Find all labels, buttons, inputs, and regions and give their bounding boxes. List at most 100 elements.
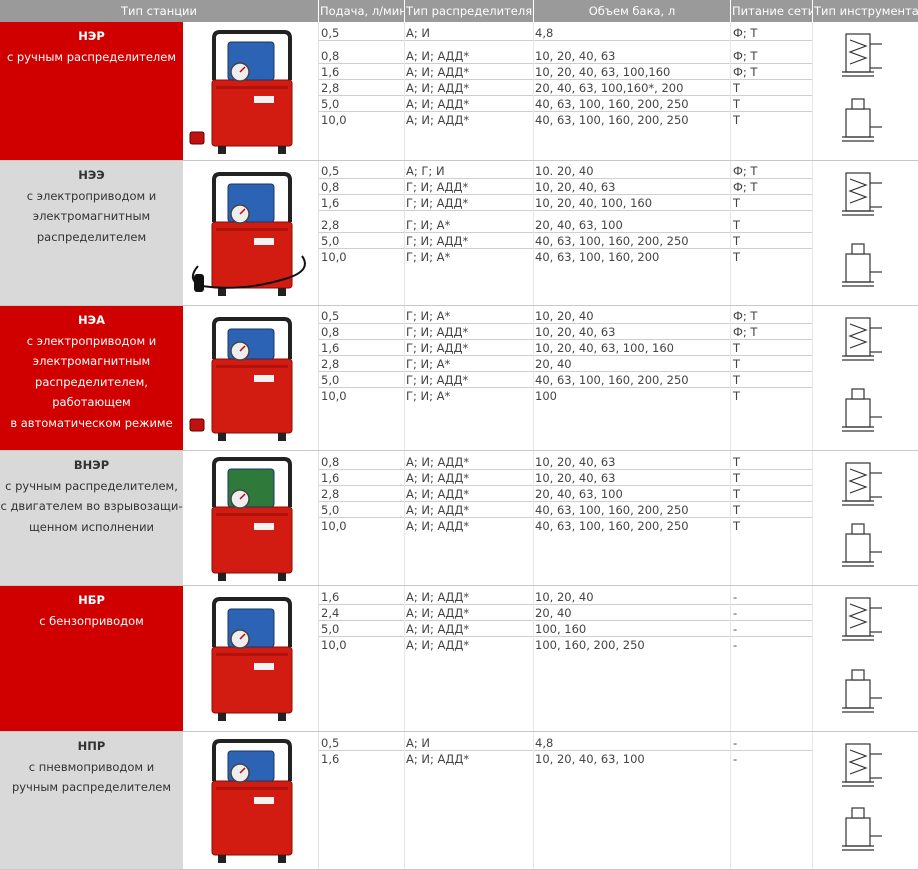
row-divider: [405, 79, 533, 80]
cell-valve: Г; И; АДД*: [406, 373, 469, 387]
station-photo: [184, 451, 318, 586]
column-separator: [404, 161, 405, 306]
cell-power: -: [733, 622, 738, 636]
cell-flow: 0,5: [321, 26, 340, 40]
header-tank-volume: Объем бака, л: [534, 0, 730, 22]
block-divider: [0, 450, 918, 451]
cell-valve: А; И: [406, 26, 430, 40]
row-divider: [534, 371, 730, 372]
cell-tank: 20, 40, 63, 100: [535, 487, 623, 501]
cell-power: Ф; Т: [733, 26, 758, 40]
cell-flow: 1,6: [321, 471, 340, 485]
row-divider: [319, 387, 404, 388]
row-divider: [534, 501, 730, 502]
cell-tank: 10, 20, 40, 63: [535, 471, 616, 485]
station-photo: [184, 732, 318, 870]
row-divider: [731, 501, 812, 502]
column-separator: [730, 451, 731, 586]
station-description: с электроприводом и электромагнитным рас…: [26, 188, 157, 244]
cell-flow: 1,6: [321, 65, 340, 79]
station-name: НЭЭ: [78, 168, 105, 182]
cell-tank: 40, 63, 100, 160, 200, 250: [535, 503, 689, 517]
cell-flow: 10,0: [321, 250, 347, 264]
row-divider: [731, 63, 812, 64]
double-cylinder-icon: [830, 95, 890, 154]
cell-valve: А; И; АДД*: [406, 471, 470, 485]
row-divider: [534, 95, 730, 96]
column-separator: [404, 306, 405, 451]
cell-tank: 10, 20, 40: [535, 309, 594, 323]
cell-power: -: [733, 638, 738, 652]
station-description: с ручным распределителем, с двигателем в…: [0, 478, 183, 534]
cell-flow: 0,8: [321, 49, 340, 63]
column-separator: [533, 22, 534, 161]
column-separator: [730, 161, 731, 306]
station-photo: [184, 161, 318, 306]
station-description: с пневмоприводом и ручным распределителе…: [11, 759, 172, 795]
cell-tank: 100: [535, 389, 557, 403]
station-cell: НЭР с ручным распределителем: [0, 22, 183, 161]
cell-flow: 5,0: [321, 622, 340, 636]
block-divider: [0, 585, 918, 586]
cell-power: Ф; Т: [733, 309, 758, 323]
cell-valve: А; И; АДД*: [406, 49, 470, 63]
column-separator: [812, 732, 813, 870]
cell-flow: 1,6: [321, 752, 340, 766]
row-divider: [405, 63, 533, 64]
row-divider: [534, 178, 730, 179]
station-name: ВНЭР: [73, 458, 110, 472]
cell-valve: А; И; АДД*: [406, 752, 470, 766]
row-divider: [731, 620, 812, 621]
row-divider: [731, 469, 812, 470]
row-divider: [319, 485, 404, 486]
row-divider: [319, 517, 404, 518]
cell-valve: Г; И; А*: [406, 250, 451, 264]
cell-power: Т: [733, 357, 741, 371]
row-divider: [534, 604, 730, 605]
row-divider: [405, 210, 533, 211]
column-separator: [812, 22, 813, 161]
cell-power: Т: [733, 471, 741, 485]
cell-flow: 2,8: [321, 487, 340, 501]
row-divider: [731, 248, 812, 249]
row-divider: [731, 517, 812, 518]
row-divider: [319, 79, 404, 80]
station-description: с ручным распределителем: [6, 49, 177, 64]
row-divider: [534, 387, 730, 388]
cell-flow: 10,0: [321, 113, 347, 127]
cell-flow: 10,0: [321, 389, 347, 403]
station-cell: ВНЭР с ручным распределителем, с двигател…: [0, 451, 183, 586]
cell-power: Т: [733, 218, 741, 232]
cell-tank: 10. 20, 40: [535, 164, 594, 178]
cell-valve: Г; И; А*: [406, 389, 451, 403]
cell-tank: 10, 20, 40, 63: [535, 49, 616, 63]
row-divider: [731, 95, 812, 96]
cell-power: Т: [733, 455, 741, 469]
row-divider: [534, 636, 730, 637]
cell-valve: Г; И; А*: [406, 218, 451, 232]
station-name: НЭР: [78, 29, 105, 43]
row-divider: [319, 636, 404, 637]
row-divider: [534, 194, 730, 195]
cell-power: Т: [733, 81, 741, 95]
row-divider: [405, 95, 533, 96]
row-divider: [319, 63, 404, 64]
cell-tank: 10, 20, 40: [535, 590, 594, 604]
cell-flow: 2,4: [321, 606, 340, 620]
spring-cylinder-icon: [830, 30, 890, 85]
column-separator: [318, 451, 319, 586]
column-separator: [318, 586, 319, 732]
column-separator: [533, 161, 534, 306]
cell-valve: А; И; АДД*: [406, 503, 470, 517]
